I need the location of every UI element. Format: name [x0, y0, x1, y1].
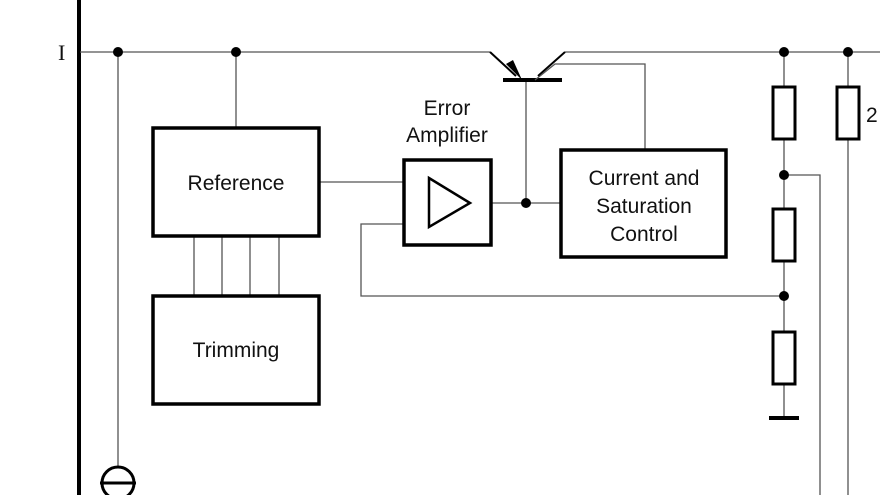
junction-amplifier-output: [521, 198, 531, 208]
current-saturation-block: [559, 148, 728, 259]
input-pin-label: I: [58, 40, 65, 65]
reference-label: Reference: [188, 172, 285, 195]
transistor-emitter-arrow-icon: [506, 60, 522, 80]
transistor-emitter: [537, 51, 566, 77]
divider-tap-wire: [784, 174, 821, 495]
divider-resistor-3: [771, 330, 797, 386]
divider-resistor-1: [771, 85, 797, 141]
trimming-label: Trimming: [193, 339, 280, 362]
transistor-collector: [489, 51, 517, 77]
error-amplifier-label-line1: Error: [424, 97, 471, 120]
junction-input-reference: [231, 47, 241, 57]
divider-resistor-2: [771, 207, 797, 263]
amplifier-triangle-icon: [427, 175, 473, 230]
current-saturation-label-line1: Current and: [589, 167, 700, 190]
junction-feedback: [779, 291, 789, 301]
current-saturation-label-line2: Saturation: [596, 195, 692, 218]
junction-output-right: [843, 47, 853, 57]
current-saturation-label-line3: Control: [610, 223, 678, 246]
control-to-transistor-wire: [534, 63, 646, 150]
reference-block: [151, 126, 321, 238]
junction-output-divider: [779, 47, 789, 57]
error-amplifier-label-line2: Amplifier: [406, 124, 488, 147]
right-pin-label: 2: [866, 104, 878, 127]
feedback-wire: [360, 223, 784, 297]
junction-input-ground: [113, 47, 123, 57]
right-resistor: [835, 85, 861, 141]
ground-terminal-icon: [100, 465, 136, 495]
junction-divider-tap: [779, 170, 789, 180]
trimming-block: [151, 294, 321, 406]
